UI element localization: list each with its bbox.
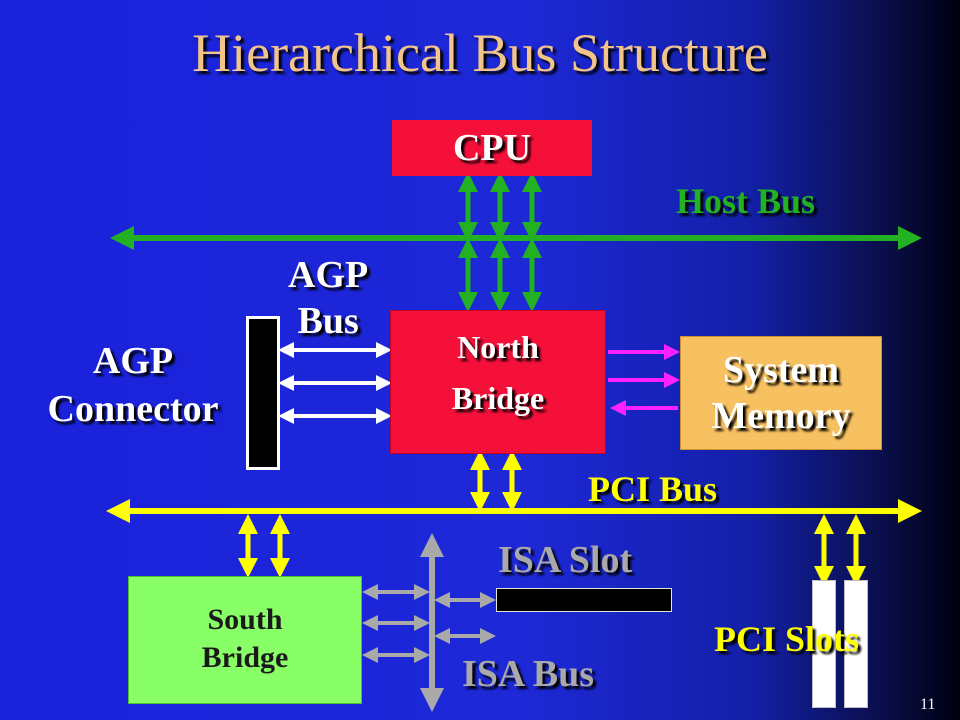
agp-connector-label: AGP Connector <box>30 337 236 433</box>
south-bridge-label-line1: South <box>207 603 283 636</box>
agp-bus-label-line1: AGP <box>288 254 369 296</box>
slide-title: Hierarchical Bus Structure <box>192 23 768 83</box>
agp-bus-label: AGP Bus <box>288 252 368 344</box>
north-bridge-label-line2: Bridge <box>451 380 545 416</box>
agp-bus-label-line2: Bus <box>297 300 359 342</box>
pci-slot <box>812 580 836 708</box>
system-memory-label-line2: Memory <box>711 395 851 437</box>
system-memory-label-line1: System <box>722 349 840 391</box>
agp-connector-label-line2: Connector <box>47 388 219 430</box>
isa-slot-label: ISA Slot <box>498 539 633 581</box>
host-bus-label: Host Bus <box>676 181 816 221</box>
pci-slots-label: PCI Slots <box>714 619 860 659</box>
north-bridge-box: North Bridge <box>390 310 606 454</box>
cpu-label: CPU <box>452 127 532 169</box>
isa-slot-bar <box>496 588 672 612</box>
north-bridge-label-line1: North <box>457 329 539 365</box>
south-bridge-box: South Bridge <box>128 576 362 704</box>
pci-bus-label: PCI Bus <box>588 469 718 509</box>
agp-connector-label-line1: AGP <box>92 340 174 382</box>
system-memory-box: System Memory <box>680 336 882 450</box>
south-bridge-label-line2: Bridge <box>201 641 289 674</box>
cpu-box: CPU <box>392 120 592 176</box>
agp-connector-slot <box>246 316 280 470</box>
isa-bus-label: ISA Bus <box>462 653 595 695</box>
page-number: 11 <box>920 696 936 713</box>
pci-slot <box>844 580 868 708</box>
